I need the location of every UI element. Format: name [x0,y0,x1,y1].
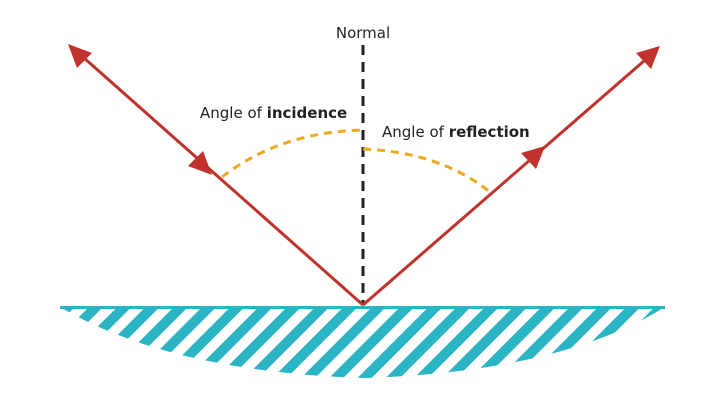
incidence-label-emphasis: incidence [267,104,348,122]
reflected-ray [362,52,653,307]
incident-ray-tail-arrowhead-icon [68,44,92,68]
reflection-label: Angle of reflection [382,123,530,141]
reflected-ray-midpoint-arrowhead-icon [521,146,545,169]
incidence-label: Angle of incidence [200,104,347,122]
incidence-label-prefix: Angle of [200,104,267,122]
incident-ray-arrowhead-icon [188,151,212,175]
reflection-angle-arc [362,147,491,194]
reflection-label-emphasis: reflection [449,123,530,141]
normal-label: Normal [336,24,390,42]
mirror-surface [60,306,665,378]
reflected-ray-end-arrowhead-icon [636,46,660,69]
reflection-label-prefix: Angle of [382,123,449,141]
incident-ray [74,48,364,307]
incidence-angle-arc [221,128,364,179]
